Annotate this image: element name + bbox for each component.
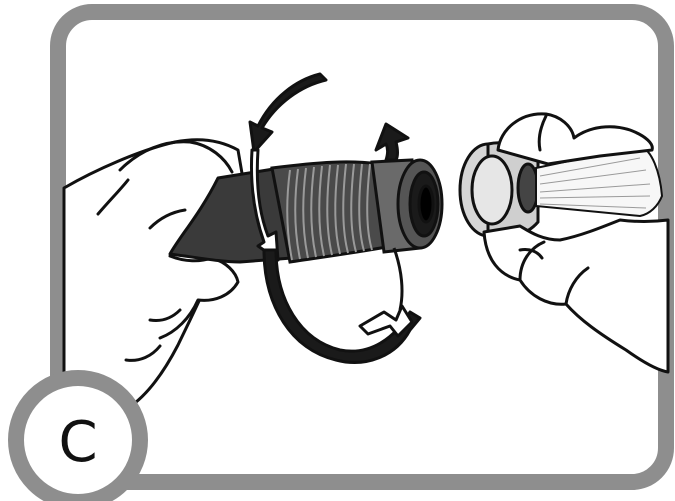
step-badge: C — [16, 378, 140, 501]
hose-connector — [372, 160, 442, 252]
step-label: C — [58, 410, 97, 475]
